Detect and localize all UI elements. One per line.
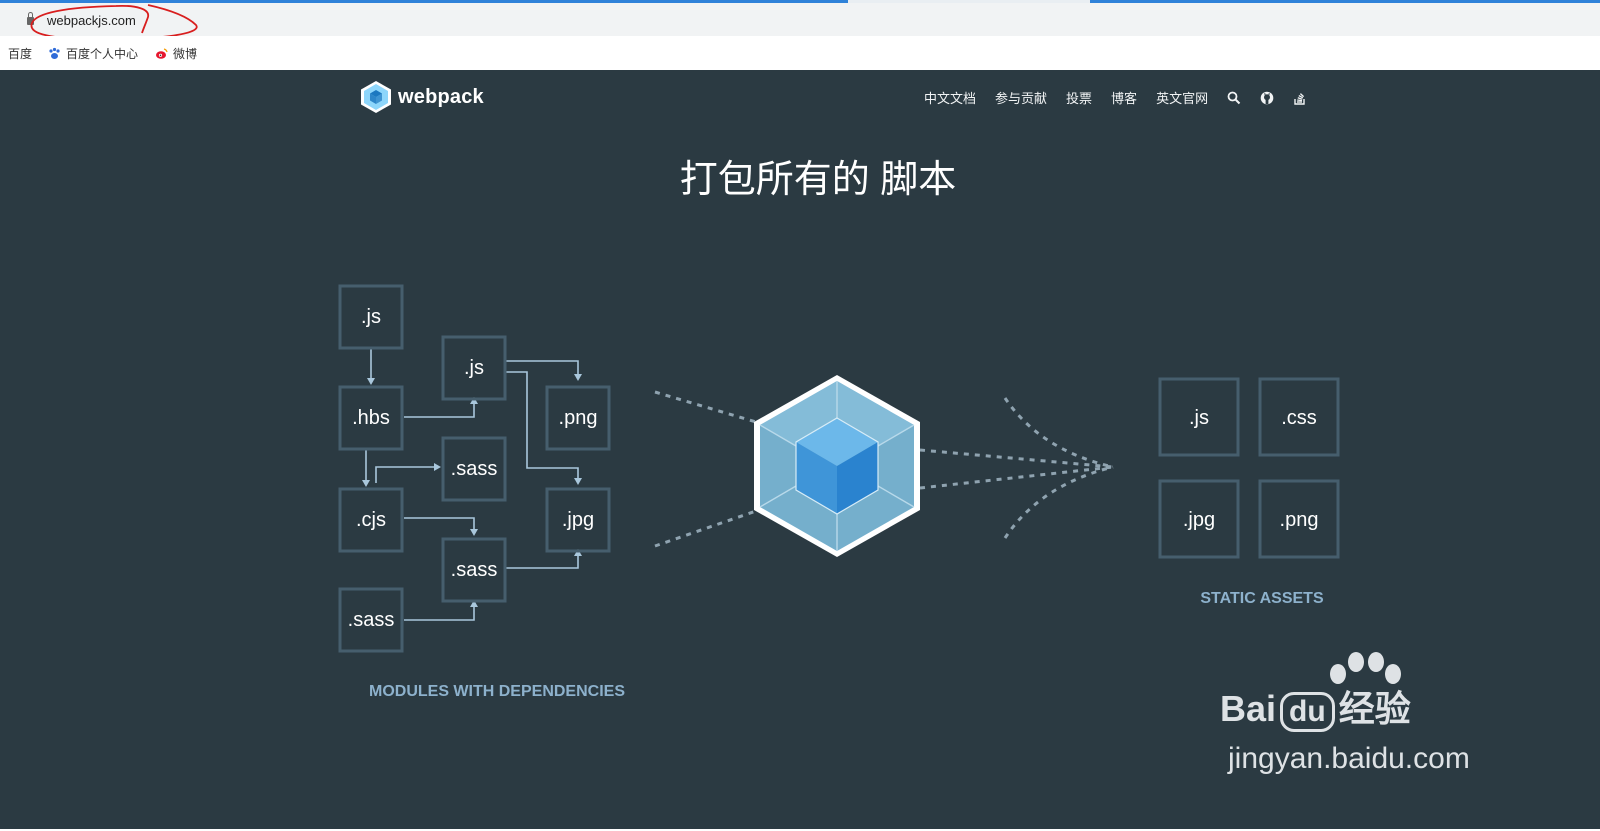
module-label: .hbs: [352, 407, 390, 429]
module-label: .sass: [451, 458, 498, 480]
nav-contribute[interactable]: 参与贡献: [995, 91, 1048, 106]
module-cjs: .cjs: [338, 487, 404, 553]
module-png: .png: [545, 385, 611, 451]
module-label: .js: [464, 357, 484, 379]
stackoverflow-icon[interactable]: [1293, 91, 1307, 105]
lock-icon: [27, 12, 34, 25]
tab-strip: [0, 0, 1600, 3]
asset-png: .png: [1258, 479, 1340, 559]
webpack-cube-graphic: [754, 375, 920, 557]
module-js-2: .js: [441, 335, 507, 401]
module-sass-1: .sass: [441, 436, 507, 502]
input-dashes: [654, 390, 757, 548]
asset-css: .css: [1258, 377, 1340, 457]
module-label: .sass: [348, 609, 395, 631]
page-bottom-edge: [0, 829, 1600, 831]
url-text[interactable]: webpackjs.com: [47, 13, 136, 28]
search-icon[interactable]: [1227, 91, 1241, 105]
nav-english-site[interactable]: 英文官网: [1156, 91, 1209, 106]
asset-label: .css: [1281, 407, 1317, 429]
asset-label: .jpg: [1183, 509, 1215, 531]
output-dashes: [919, 397, 1114, 539]
asset-label: .js: [1189, 407, 1209, 429]
module-label: .jpg: [562, 509, 594, 531]
watermark-url: jingyan.baidu.com: [1228, 742, 1470, 775]
module-label: .png: [559, 407, 598, 429]
webpack-logo[interactable]: webpack: [360, 80, 484, 114]
tab-indicator: [1090, 0, 1600, 3]
module-sass-2: .sass: [441, 537, 507, 603]
weibo-icon: [156, 48, 168, 59]
nav-chinese-docs[interactable]: 中文文档: [924, 91, 977, 106]
github-icon[interactable]: [1260, 91, 1274, 105]
bundle-diagram: .js .js .hbs .png .sass .cjs: [338, 284, 1340, 700]
webpack-cube-icon: [361, 81, 391, 113]
module-jpg: .jpg: [545, 487, 611, 553]
modules-label: MODULES WITH DEPENDENCIES: [369, 683, 625, 700]
module-hbs: .hbs: [338, 385, 404, 451]
red-annotation-circle: [30, 4, 198, 41]
hero-headline: 打包所有的 脚本: [679, 159, 957, 201]
bookmark-baidu[interactable]: 百度: [8, 45, 32, 62]
module-label: .js: [361, 306, 381, 328]
asset-label: .png: [1280, 509, 1319, 531]
module-label: .cjs: [356, 509, 386, 531]
address-bar[interactable]: webpackjs.com: [0, 3, 1600, 41]
top-nav: 中文文档 参与贡献 投票 博客 英文官网: [924, 88, 1307, 107]
bookmark-weibo[interactable]: 微博: [155, 45, 197, 62]
active-tab-indicator: [0, 0, 848, 3]
watermark-bai: Bai: [1220, 688, 1277, 729]
asset-jpg: .jpg: [1158, 479, 1240, 559]
watermark-jingyan: 经验: [1338, 688, 1411, 729]
nav-blog[interactable]: 博客: [1111, 91, 1138, 106]
baidu-paw-watermark-icon: [1330, 652, 1401, 684]
bookmarks-bar: 百度 百度个人中心 微博: [0, 36, 1600, 70]
static-assets-label: STATIC ASSETS: [1200, 590, 1324, 607]
asset-js: .js: [1158, 377, 1240, 457]
bookmark-label: 微博: [173, 47, 198, 61]
logo-text: webpack: [398, 85, 484, 108]
bookmark-baidu-personal[interactable]: 百度个人中心: [48, 45, 138, 62]
baidu-paw-icon: [49, 47, 60, 59]
watermark-du: du: [1280, 692, 1335, 732]
module-js-1: .js: [338, 284, 404, 350]
bookmark-label: 百度个人中心: [66, 47, 139, 61]
module-sass-3: .sass: [338, 587, 404, 653]
module-label: .sass: [451, 559, 498, 581]
nav-vote[interactable]: 投票: [1066, 91, 1093, 106]
bookmark-label: 百度: [8, 47, 33, 61]
